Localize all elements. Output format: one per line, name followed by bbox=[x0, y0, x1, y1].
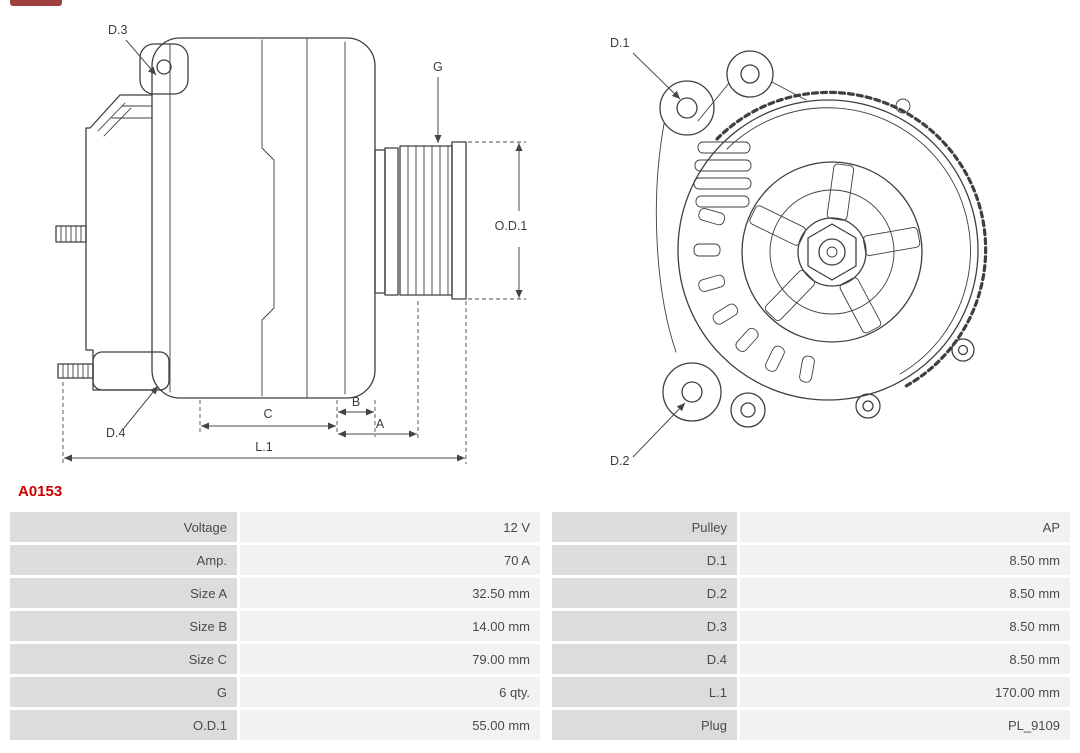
spec-value: AP bbox=[740, 512, 1070, 542]
spec-label: L.1 bbox=[552, 677, 737, 707]
dim-label-b: B bbox=[352, 395, 360, 409]
spec-label: G bbox=[10, 677, 237, 707]
dim-label-l1: L.1 bbox=[255, 440, 272, 454]
spec-value: 32.50 mm bbox=[240, 578, 540, 608]
dim-label-d4: D.4 bbox=[106, 426, 126, 440]
spec-value: PL_9109 bbox=[740, 710, 1070, 740]
spec-label: D.2 bbox=[552, 578, 737, 608]
dim-label-d3: D.3 bbox=[108, 23, 128, 37]
spec-label: Plug bbox=[552, 710, 737, 740]
spec-label: D.3 bbox=[552, 611, 737, 641]
dim-label-d1: D.1 bbox=[610, 36, 630, 50]
dim-label-od1: O.D.1 bbox=[495, 219, 528, 233]
dim-label-g: G bbox=[433, 60, 443, 74]
spec-label: D.4 bbox=[552, 644, 737, 674]
spec-value: 70 A bbox=[240, 545, 540, 575]
spec-label: Amp. bbox=[10, 545, 237, 575]
aspl-logo-fragment bbox=[10, 0, 62, 6]
table-row: O.D.1 55.00 mm Plug PL_9109 bbox=[10, 710, 1070, 740]
spec-value: 79.00 mm bbox=[240, 644, 540, 674]
spec-value: 12 V bbox=[240, 512, 540, 542]
spec-value: 170.00 mm bbox=[740, 677, 1070, 707]
spec-value: 8.50 mm bbox=[740, 644, 1070, 674]
table-row: Size A 32.50 mm D.2 8.50 mm bbox=[10, 578, 1070, 608]
spec-table: Voltage 12 V Pulley AP Amp. 70 A D.1 8.5… bbox=[10, 512, 1070, 740]
table-row: Voltage 12 V Pulley AP bbox=[10, 512, 1070, 542]
table-row: G 6 qty. L.1 170.00 mm bbox=[10, 677, 1070, 707]
spec-label: Size C bbox=[10, 644, 237, 674]
spec-value: 8.50 mm bbox=[740, 611, 1070, 641]
spec-label: Voltage bbox=[10, 512, 237, 542]
spec-label: D.1 bbox=[552, 545, 737, 575]
dim-label-c: C bbox=[263, 407, 272, 421]
spec-label: Size A bbox=[10, 578, 237, 608]
table-row: Amp. 70 A D.1 8.50 mm bbox=[10, 545, 1070, 575]
spec-label: O.D.1 bbox=[10, 710, 237, 740]
spec-label: Pulley bbox=[552, 512, 737, 542]
spec-value: 6 qty. bbox=[240, 677, 540, 707]
part-number: A0153 bbox=[18, 483, 63, 500]
spec-value: 8.50 mm bbox=[740, 545, 1070, 575]
alternator-rear-view: D.1 D.2 bbox=[610, 36, 988, 468]
spec-value: 8.50 mm bbox=[740, 578, 1070, 608]
dim-label-d2: D.2 bbox=[610, 454, 630, 468]
spec-value: 55.00 mm bbox=[240, 710, 540, 740]
spec-value: 14.00 mm bbox=[240, 611, 540, 641]
spec-label: Size B bbox=[10, 611, 237, 641]
technical-drawing: D.3 D.4 G O.D.1 C B A L.1 bbox=[55, 23, 988, 468]
dim-label-a: A bbox=[376, 417, 385, 431]
table-row: Size C 79.00 mm D.4 8.50 mm bbox=[10, 644, 1070, 674]
table-row: Size B 14.00 mm D.3 8.50 mm bbox=[10, 611, 1070, 641]
alternator-side-view: D.3 D.4 G O.D.1 C B A L.1 bbox=[55, 23, 528, 464]
